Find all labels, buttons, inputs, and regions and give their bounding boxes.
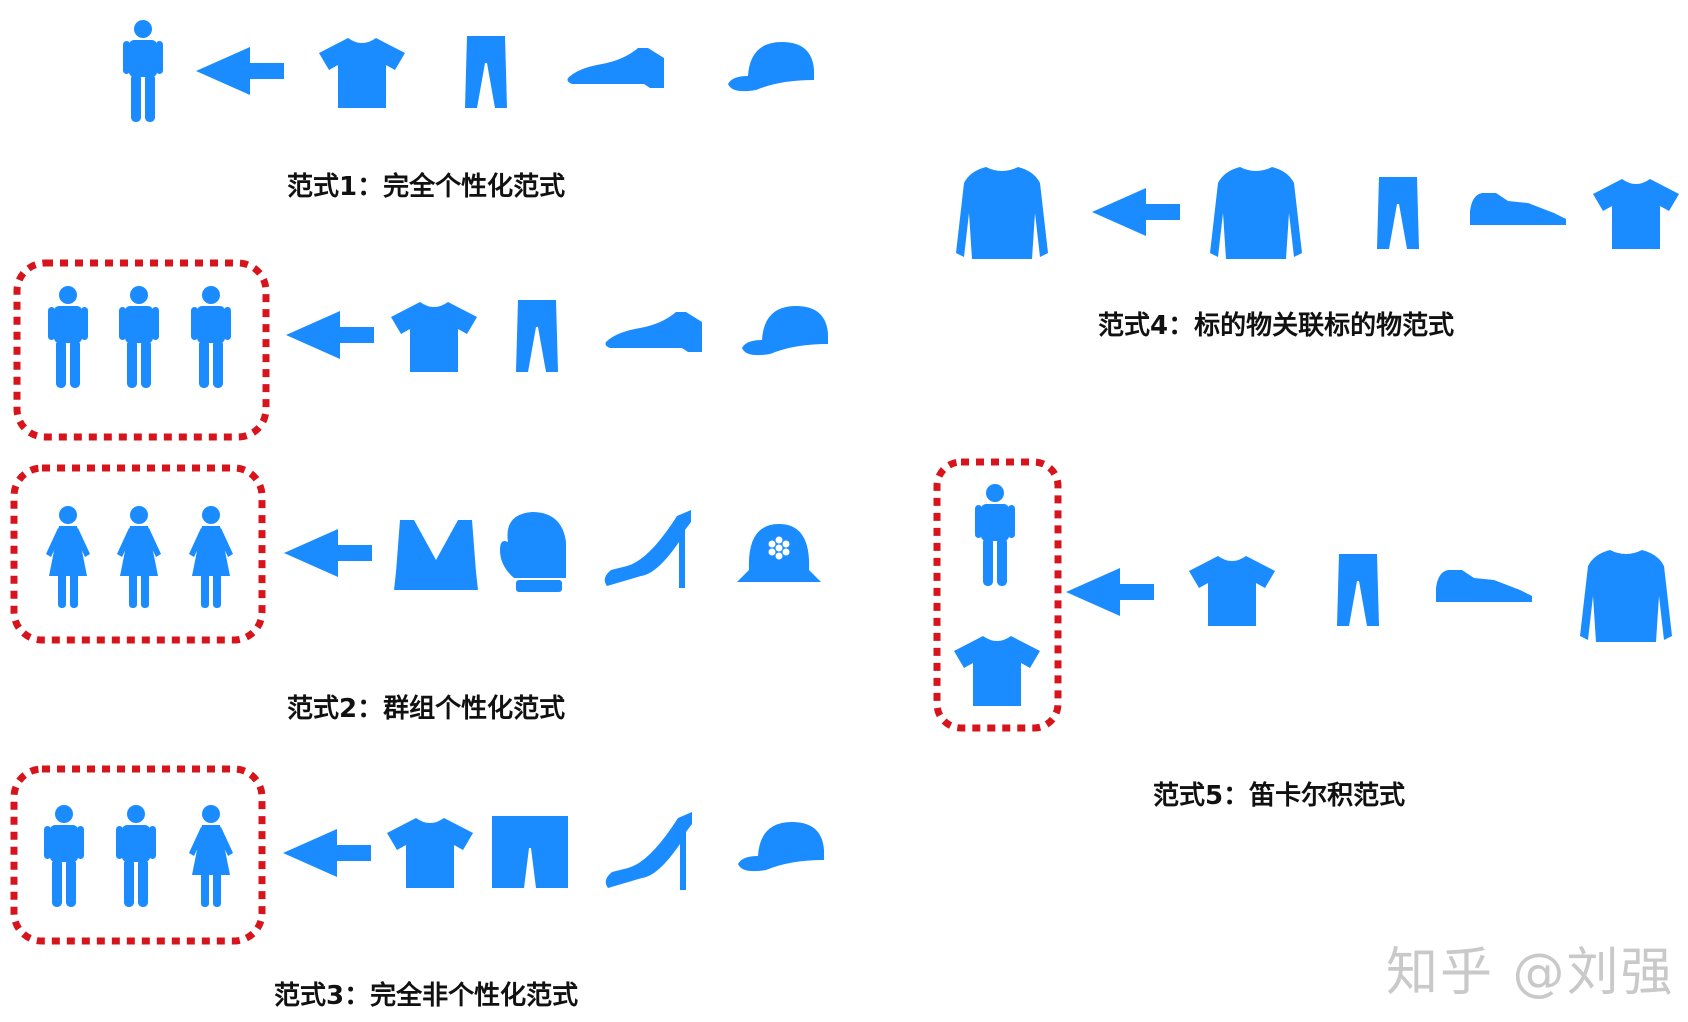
man-icon [975,484,1015,586]
man-icon [123,20,163,122]
paradigm-4 [956,167,1679,259]
caption-paradigm-2: 范式2：群组个性化范式 [287,694,566,724]
jeans-icon [1377,177,1419,249]
paradigm-5 [933,458,1672,732]
jeans-icon [516,300,558,372]
paradigm-3 [10,765,824,945]
arrow-left-icon [1066,568,1154,616]
paradigm-2-men-row [13,259,828,441]
man-icon [119,286,159,388]
tshirt-icon [319,38,405,108]
baseball-cap-icon [738,822,824,872]
group-box [10,464,266,644]
paradigm-2-women-row [10,464,821,644]
woman-icon [189,805,233,907]
watermark: 知乎 @刘强 [1386,943,1675,1003]
dress-shoe-icon [605,312,702,352]
paradigm-1 [123,20,814,122]
caption-paradigm-5: 范式5：笛卡尔积范式 [1153,781,1406,811]
tshirt-icon [391,302,477,372]
sports-bra-icon [394,520,478,590]
woman-icon [189,506,233,608]
woman-icon [46,506,90,608]
arrow-left-icon [196,47,284,95]
baseball-cap-icon [742,306,828,356]
group-box [10,765,266,945]
caption-paradigm-1: 范式1：完全个性化范式 [287,172,566,202]
high-heel-icon [604,510,691,588]
jeans-icon [465,36,507,108]
arrow-left-icon [286,311,374,359]
arrow-left-icon [1092,188,1180,236]
arrow-left-icon [283,829,371,877]
mitten-icon [500,512,566,592]
group-box [933,458,1062,732]
man-icon [44,805,84,907]
flower-hat-icon [737,524,821,582]
man-icon [116,805,156,907]
man-icon [191,286,231,388]
sweater-icon [956,167,1048,259]
shorts-icon [492,816,568,888]
baseball-cap-icon [728,42,814,92]
group-box [13,259,270,441]
sweater-icon [1580,550,1672,642]
jeans-icon [1337,554,1379,626]
sweater-icon [1210,167,1302,259]
caption-paradigm-4: 范式4：标的物关联标的物范式 [1098,311,1455,341]
high-heel-icon [605,812,692,890]
tshirt-icon [1593,179,1679,249]
woman-icon [117,506,161,608]
caption-paradigm-3: 范式3：完全非个性化范式 [274,981,579,1011]
sneaker-icon [1470,193,1566,225]
tshirt-icon [387,818,473,888]
arrow-left-icon [284,529,372,577]
tshirt-icon [954,636,1040,706]
tshirt-icon [1189,556,1275,626]
sneaker-icon [1436,570,1532,602]
man-icon [48,286,88,388]
dress-shoe-icon [567,48,664,88]
